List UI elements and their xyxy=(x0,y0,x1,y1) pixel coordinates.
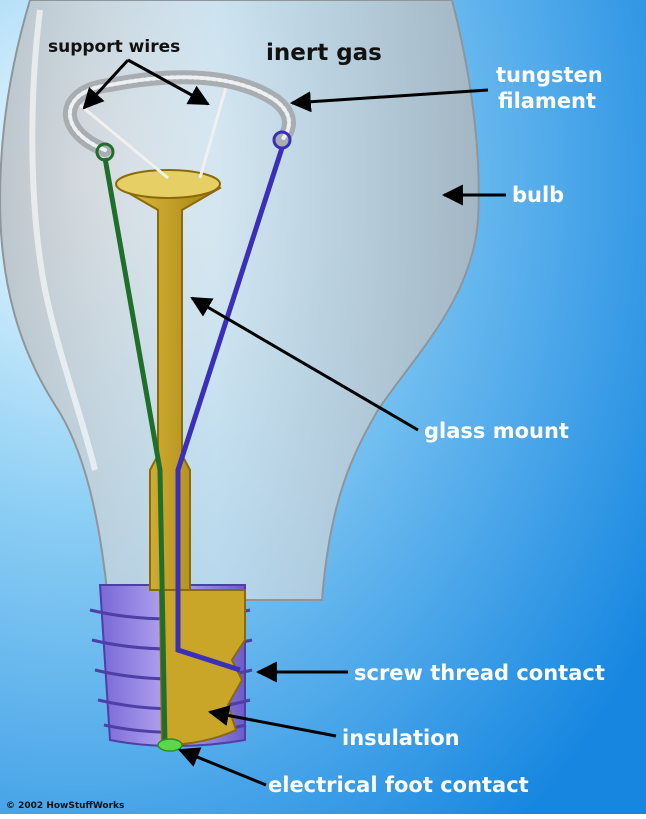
label-screw-thread-contact: screw thread contact xyxy=(354,661,605,685)
label-bulb: bulb xyxy=(512,183,564,207)
label-glass-mount: glass mount xyxy=(424,419,569,443)
copyright-text: © 2002 HowStuffWorks xyxy=(6,801,124,811)
label-tungsten-line2: filament xyxy=(498,89,596,113)
label-electrical-foot-contact: electrical foot contact xyxy=(268,773,529,797)
label-inert-gas: inert gas xyxy=(266,40,382,66)
label-insulation: insulation xyxy=(342,726,460,750)
label-tungsten-line1: tungsten xyxy=(496,63,603,87)
foot-contact xyxy=(158,739,182,751)
label-support-wires: support wires xyxy=(48,37,180,57)
mount-disc xyxy=(116,170,220,198)
